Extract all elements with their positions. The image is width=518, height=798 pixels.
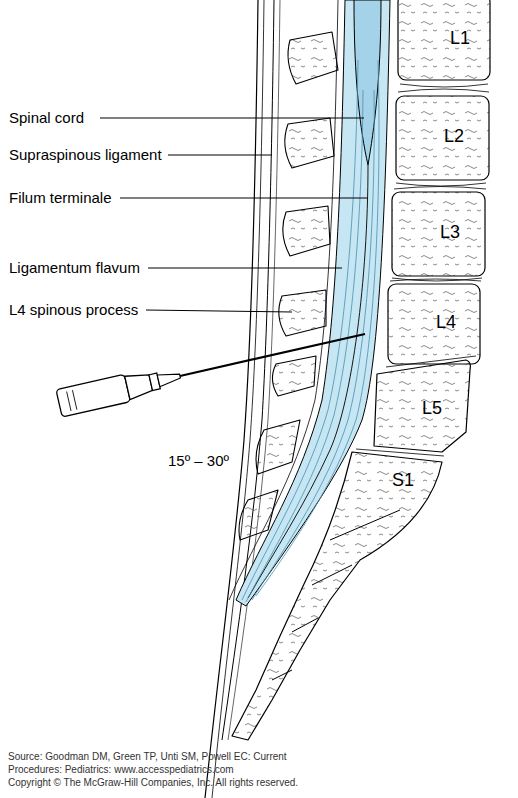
intervertebral-disc [390, 278, 482, 281]
vertebral-body [398, 0, 490, 80]
skin-line [205, 0, 258, 798]
needle-hub [56, 362, 183, 417]
vertebra-label: L1 [450, 28, 470, 49]
leader-line [100, 118, 364, 119]
part-label: Spinal cord [9, 109, 84, 126]
vertebral-body [396, 96, 489, 180]
part-label: Supraspinous ligament [9, 146, 162, 163]
vertebral-body [374, 360, 471, 452]
angle-label: 15º – 30º [168, 452, 229, 469]
spinal-needle [180, 334, 365, 376]
spinous-process [288, 32, 338, 84]
supraspinous-ligament [228, 0, 280, 740]
vertebral-body [388, 284, 480, 364]
vertebra-label: L2 [444, 126, 464, 147]
needle-hub [157, 370, 181, 387]
skin-line [212, 0, 264, 798]
needle-hub [56, 374, 130, 417]
vertebra-label: S1 [392, 470, 414, 491]
spinous-process [283, 206, 330, 256]
vertebra-label: L5 [422, 398, 442, 419]
intervertebral-disc [398, 84, 489, 92]
ligamentum-flavum [229, 0, 338, 600]
leader-line [120, 198, 368, 199]
spinal-cord [354, 0, 381, 165]
part-label: Ligamentum flavum [9, 259, 140, 276]
part-label: Filum terminale [9, 189, 112, 206]
spinous-process [272, 356, 316, 396]
supraspinous-ligament [222, 0, 274, 740]
leader-line [148, 268, 342, 269]
leader-line [168, 155, 272, 156]
intervertebral-disc [356, 356, 476, 456]
leader-line [146, 310, 292, 312]
vertebra-label: L4 [436, 312, 456, 333]
sacral-segment-line [272, 510, 400, 680]
spinous-process [279, 290, 326, 336]
needle-hub [67, 390, 77, 411]
vertebra-label: L3 [440, 222, 460, 243]
part-label: L4 spinous process [9, 301, 138, 318]
spinous-process [285, 118, 334, 168]
vertebral-body [392, 192, 485, 276]
sacral-lamina [239, 420, 300, 540]
source-caption: Source: Goodman DM, Green TP, Unti SM, P… [8, 751, 338, 776]
intervertebral-disc [394, 183, 486, 189]
copyright-note: Copyright © The McGraw-Hill Companies, I… [8, 777, 298, 789]
